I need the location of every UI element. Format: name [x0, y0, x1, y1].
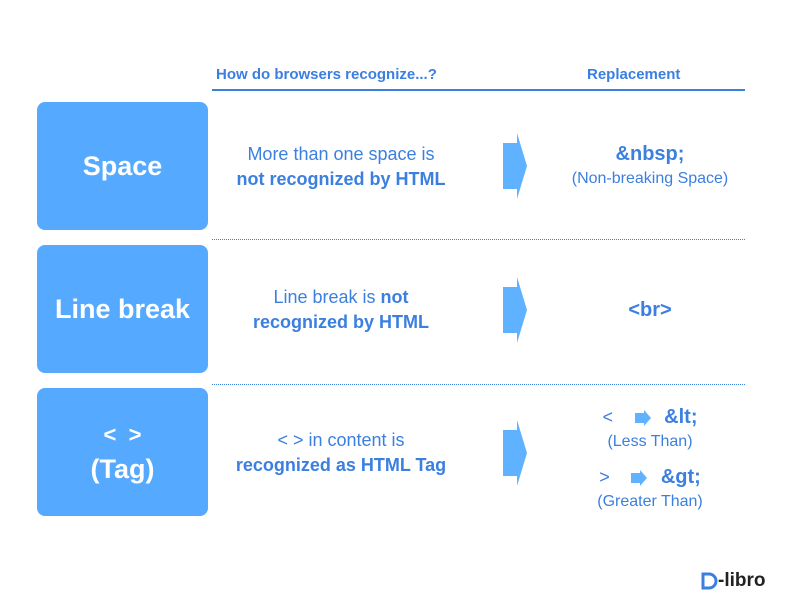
arrow-right-icon [503, 133, 527, 199]
arrow-right-icon [503, 277, 527, 343]
description-normal: < > in content is [277, 430, 405, 450]
row-separator [212, 384, 745, 385]
original-char: > [599, 467, 610, 487]
replacement-space: &nbsp; (Non-breaking Space) [540, 141, 760, 191]
category-box-line-break: Line break [37, 245, 208, 373]
description-bold: recognized by HTML [252, 312, 429, 332]
logo-mark-icon [701, 572, 718, 590]
mini-arrow-icon [634, 409, 651, 426]
description-line-break: Line break is not recognized by HTML [212, 285, 470, 335]
replacement-code: &lt; [664, 406, 698, 428]
replacement-code: &nbsp; [615, 143, 685, 165]
logo-text: -libro [718, 570, 766, 591]
category-box-tag: < > (Tag) [37, 388, 208, 516]
description-bold-inline: not [380, 287, 409, 307]
description-bold: not recognized by HTML [236, 169, 446, 189]
replacement-tag: < &lt; (Less Than) > &gt; (Greater Than) [540, 404, 760, 514]
description-normal: Line break is [273, 287, 381, 307]
category-label: < > [103, 422, 142, 447]
arrow-right-icon [503, 420, 527, 486]
category-label: Space [82, 151, 163, 181]
header-divider [212, 89, 745, 91]
mini-arrow-icon [631, 469, 648, 486]
replacement-gt: > &gt; [540, 464, 760, 490]
description-bold: recognized as HTML Tag [235, 455, 447, 475]
header-replacement: Replacement [587, 66, 681, 83]
original-char: < [602, 407, 614, 427]
description-space: More than one space is not recognized by… [212, 142, 470, 192]
category-sublabel: (Tag) [90, 454, 155, 484]
replacement-caption: (Less Than) [607, 433, 693, 450]
replacement-code: <br> [628, 299, 672, 321]
category-label: Line break [54, 294, 191, 324]
replacement-code: &gt; [660, 466, 701, 488]
category-box-space: Space [37, 102, 208, 230]
replacement-line-break: <br> [540, 297, 760, 323]
description-normal: More than one space is [247, 144, 435, 164]
replacement-lt: < &lt; [540, 404, 760, 430]
header-recognize: How do browsers recognize...? [216, 66, 437, 83]
row-separator [212, 239, 745, 240]
replacement-caption: (Non-breaking Space) [571, 170, 729, 187]
d-libro-logo: -libro [700, 570, 766, 592]
replacement-caption: (Greater Than) [597, 493, 703, 510]
description-tag: < > in content is recognized as HTML Tag [212, 428, 470, 478]
